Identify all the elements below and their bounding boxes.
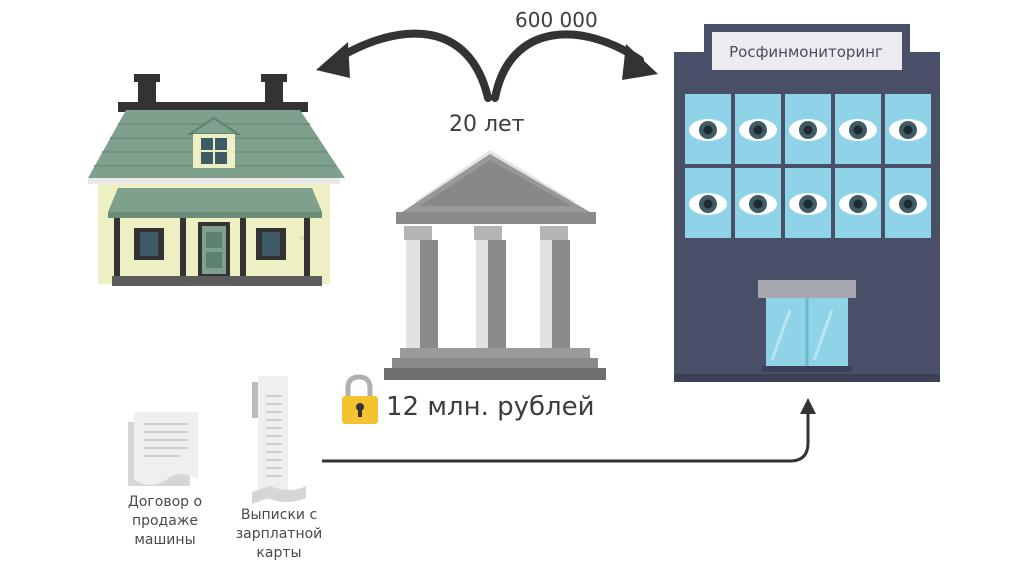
bank-building-icon [384, 150, 606, 380]
transfer-amount-label: 600 000 [515, 8, 598, 32]
receipt-scroll-icon [252, 376, 306, 504]
monitoring-sign-label: Росфинмониторинг [729, 43, 883, 61]
house-icon [88, 74, 345, 286]
arrow-documents-to-office [322, 398, 816, 463]
arrow-to-office [491, 30, 658, 102]
period-label: 20 лет [449, 112, 525, 137]
contract-document-label: Договор о продаже машины [127, 494, 203, 548]
office-building-icon [674, 24, 940, 382]
document-sheet-icon [128, 412, 198, 486]
deposit-amount-label: 12 млн. рублей [386, 392, 595, 422]
office-entrance [758, 280, 856, 372]
arrow-to-house [316, 29, 492, 102]
padlock-icon [342, 374, 378, 424]
eye-icon [689, 119, 927, 215]
statement-document-label: Выписки с зарплатной карты [235, 507, 323, 561]
eye-windows [685, 94, 931, 238]
